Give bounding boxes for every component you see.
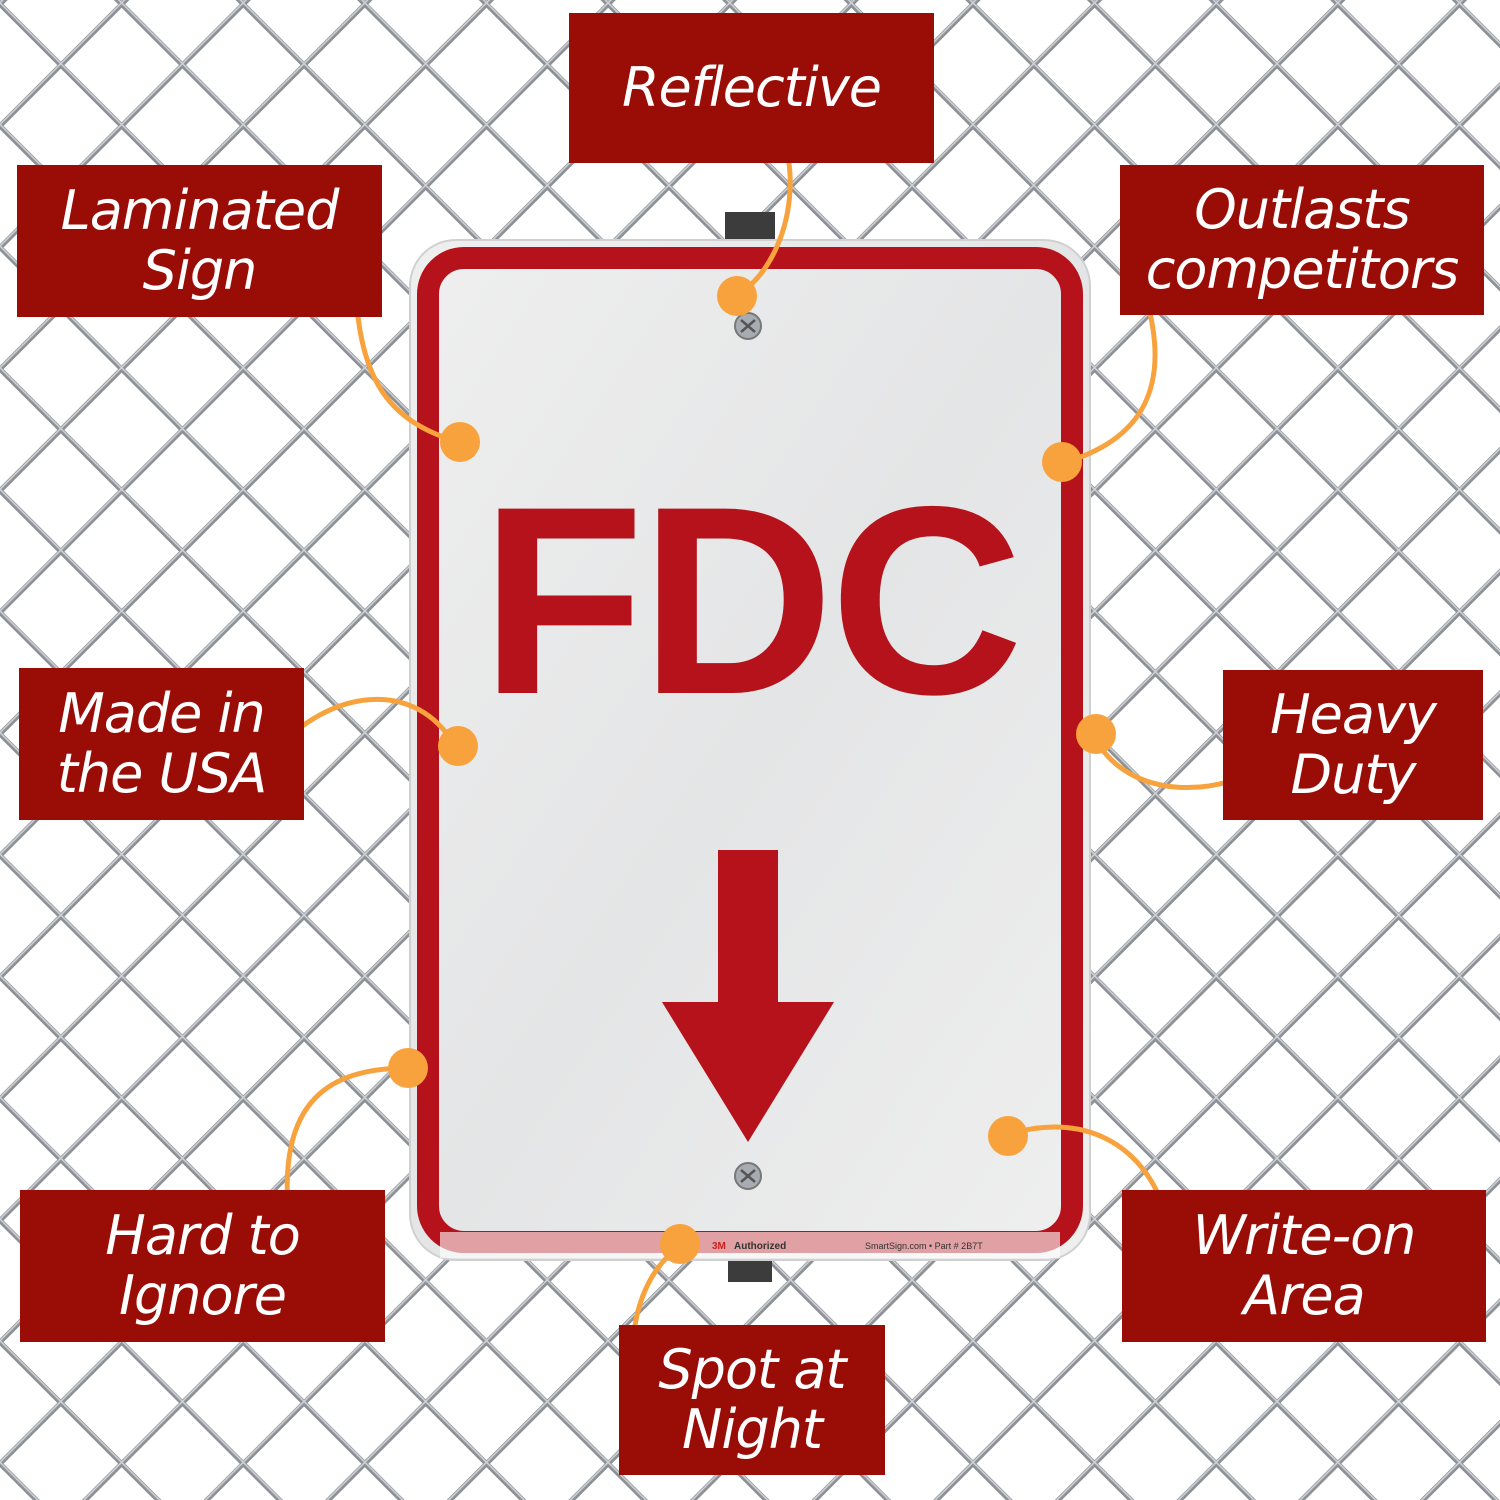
callout-reflective-label: Reflective: [621, 56, 882, 119]
callout-made-in-usa: Made in the USA: [19, 668, 304, 820]
connector-laminated: [353, 289, 455, 443]
sign-footer-authorized: Authorized: [734, 1241, 787, 1252]
dot-outlasts: [1042, 442, 1082, 482]
dot-hard-to-ignore: [388, 1048, 428, 1088]
fdc-sign: [409, 239, 1091, 1261]
dot-laminated: [440, 422, 480, 462]
callout-heavy-duty: Heavy Duty: [1223, 670, 1483, 820]
callout-write-on-area: Write-on Area: [1122, 1190, 1486, 1342]
sign-footer-part: SmartSign.com • Part # 2B7T: [865, 1241, 983, 1251]
dot-spot-at-night: [660, 1224, 700, 1264]
callout-outlasts-competitors: Outlasts competitors: [1120, 165, 1484, 315]
dot-reflective: [717, 276, 757, 316]
callout-hard-to-ignore-label: Hard to Ignore: [105, 1204, 301, 1327]
sign-footer-strip: [440, 1232, 1060, 1258]
callout-spot-at-night-label: Spot at Night: [658, 1338, 846, 1461]
callout-hard-to-ignore: Hard to Ignore: [20, 1190, 385, 1342]
down-arrow-icon: [662, 850, 834, 1142]
callout-write-on-label: Write-on Area: [1192, 1204, 1417, 1327]
callout-spot-at-night: Spot at Night: [619, 1325, 885, 1475]
sign-footer-brand: 3M: [712, 1241, 726, 1252]
connector-hard-to-ignore: [284, 1065, 405, 1211]
callout-made-in-usa-label: Made in the USA: [56, 682, 268, 805]
callout-reflective: Reflective: [569, 13, 934, 163]
callout-outlasts-label: Outlasts competitors: [1145, 178, 1460, 301]
dot-heavy-duty: [1076, 714, 1116, 754]
sign-title: FDC: [480, 450, 1024, 750]
callout-laminated-sign: Laminated Sign: [17, 165, 382, 317]
dot-write-on: [988, 1116, 1028, 1156]
connector-outlasts: [1063, 302, 1158, 465]
dot-made-in-usa: [438, 726, 478, 766]
screw-bottom-icon: [734, 1162, 762, 1190]
callout-heavy-duty-label: Heavy Duty: [1270, 683, 1437, 806]
callout-laminated-label: Laminated Sign: [60, 179, 340, 302]
screw-top-icon: [734, 312, 762, 340]
